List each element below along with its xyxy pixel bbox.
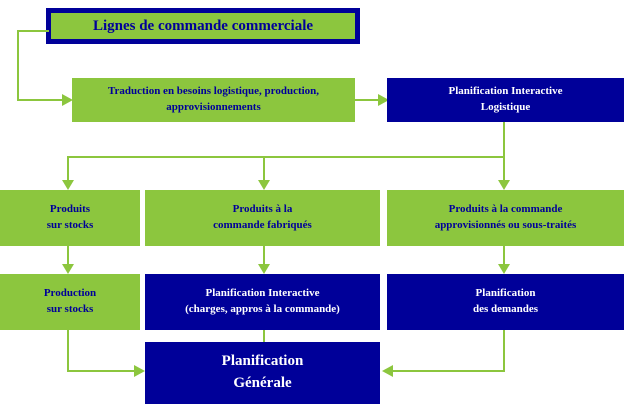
connector-demandes-to-generale xyxy=(393,370,505,372)
connector-produits-to-demandes-right xyxy=(503,246,505,266)
node-produits-sur-stocks[interactable]: Produits sur stocks xyxy=(0,190,140,246)
arrow-produits-to-planification-interactive xyxy=(258,264,270,274)
node-label-line2: (charges, appros à la commande) xyxy=(185,303,340,315)
arrow-demandes-to-planification-generale xyxy=(382,365,393,377)
connector-production-to-generale xyxy=(67,370,140,372)
node-label-line1: Planification xyxy=(475,287,536,300)
node-planification-des-demandes[interactable]: Planification des demandes xyxy=(387,274,624,330)
node-label-line1: Planification Interactive xyxy=(448,85,563,98)
node-label: Lignes de commande commerciale xyxy=(50,12,356,40)
node-label-line1: Planification Interactive xyxy=(205,287,320,300)
node-planification-interactive-logistique[interactable]: Planification Interactive Logistique xyxy=(387,78,624,122)
connector-bus-drop-right xyxy=(503,156,505,182)
node-label-line2: commande fabriqués xyxy=(213,219,312,231)
node-label-line2: approvisionnements xyxy=(166,101,261,113)
node-label-line1: Production xyxy=(43,287,97,300)
node-label-line1: Produits xyxy=(49,203,91,216)
connector-demandes-down xyxy=(503,330,505,372)
connector-title-to-traduction-vertical xyxy=(17,30,19,100)
connector-pil-down xyxy=(503,122,505,158)
node-produits-commande-fabriques[interactable]: Produits à la commande fabriqués xyxy=(145,190,380,246)
arrow-title-to-traduction xyxy=(62,94,73,106)
node-planification-interactive-charges[interactable]: Planification Interactive (charges, appr… xyxy=(145,274,380,330)
node-label-line2: des demandes xyxy=(472,303,539,315)
node-label-line1: Traduction en besoins logistique, produc… xyxy=(107,85,320,98)
connector-traduction-to-pil xyxy=(355,99,385,101)
connector-title-to-traduction-bottom xyxy=(17,99,69,101)
node-label-line1: Planification xyxy=(221,353,304,370)
arrow-traduction-to-pil xyxy=(378,94,389,106)
node-label-line2: approvisionnés ou sous-traités xyxy=(434,219,577,231)
arrow-bus-to-produits-approvisionnes xyxy=(498,180,510,190)
arrow-bus-to-produits-sur-stocks xyxy=(62,180,74,190)
node-label-line2: Logistique xyxy=(480,101,531,113)
node-label-line2: sur stocks xyxy=(46,303,94,315)
connector-title-to-traduction-top xyxy=(17,30,49,32)
arrow-bus-to-produits-fabriques xyxy=(258,180,270,190)
node-traduction-besoins[interactable]: Traduction en besoins logistique, produc… xyxy=(72,78,355,122)
arrow-production-to-planification-generale xyxy=(134,365,145,377)
connector-bus-drop-middle xyxy=(263,156,265,182)
node-label-line2: sur stocks xyxy=(46,219,94,231)
node-label-line2: Générale xyxy=(233,375,292,391)
connector-pi-charges-to-generale xyxy=(263,330,265,342)
node-label-line1: Produits à la xyxy=(232,203,293,216)
node-planification-generale[interactable]: Planification Générale xyxy=(145,342,380,404)
connector-produits-to-pi-middle xyxy=(263,246,265,266)
node-label-line1: Produits à la commande xyxy=(448,203,563,216)
connector-produits-to-production-left xyxy=(67,246,69,266)
connector-bus-drop-left xyxy=(67,156,69,182)
arrow-produits-to-production-sur-stocks xyxy=(62,264,74,274)
connector-distribution-bus xyxy=(67,156,505,158)
node-lignes-de-commande-commerciale[interactable]: Lignes de commande commerciale xyxy=(46,8,360,44)
node-produits-commande-approvisionnes[interactable]: Produits à la commande approvisionnés ou… xyxy=(387,190,624,246)
node-production-sur-stocks[interactable]: Production sur stocks xyxy=(0,274,140,330)
arrow-produits-to-planification-demandes xyxy=(498,264,510,274)
connector-production-down xyxy=(67,330,69,372)
